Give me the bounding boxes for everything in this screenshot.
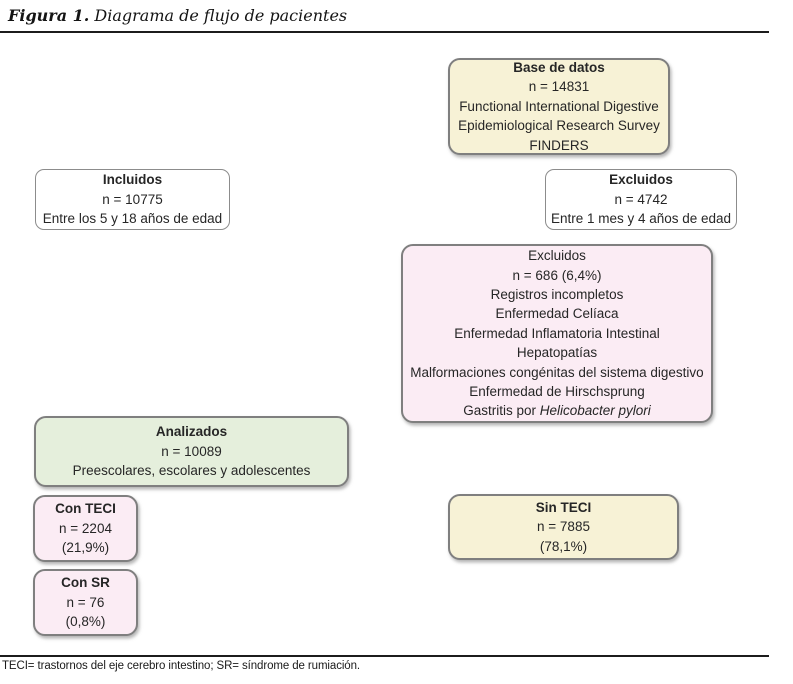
top-rule — [0, 31, 769, 33]
box-analizados-line: Preescolares, escolares y adolescentes — [72, 463, 311, 479]
figure-title-text: Diagrama de flujo de pacientes — [94, 6, 348, 25]
figure-label: Figura 1. — [8, 6, 90, 25]
box-incluidos-line: Entre los 5 y 18 años de edad — [42, 211, 223, 227]
helicobacter-pylori-italic: Helicobacter pylori — [539, 403, 651, 419]
box-excluidos-criterios-line: Enfermedad de Hirschsprung — [469, 384, 645, 400]
box-excluidos-criterios-line: Enfermedad Inflamatoria Intestinal — [454, 325, 660, 341]
box-excluidos-edad-line: n = 4742 — [614, 191, 668, 207]
box-sin-teci: Sin TECI n = 7885 (78,1%) — [448, 494, 679, 560]
box-excluidos-criterios-line: Excluidos — [528, 248, 586, 264]
box-con-teci-line: (21,9%) — [61, 540, 110, 556]
box-sin-teci-line: n = 7885 — [537, 519, 590, 535]
box-excluidos-criterios-line: Malformaciones congénitas del sistema di… — [410, 364, 704, 380]
box-analizados: Analizados n = 10089 Preescolares, escol… — [34, 416, 349, 487]
box-base-de-datos-line: n = 14831 — [528, 79, 590, 95]
box-con-sr-line: (0,8%) — [65, 614, 106, 630]
box-con-sr-title: Con SR — [61, 575, 110, 591]
box-excluidos-edad: Excluidos n = 4742 Entre 1 mes y 4 años … — [545, 169, 737, 230]
box-excluidos-criterios-line: Registros incompletos — [490, 286, 624, 302]
box-base-de-datos-line: Functional International Digestive — [459, 98, 659, 114]
figure-footnote: TECI= trastornos del eje cerebro intesti… — [2, 660, 360, 672]
box-incluidos-line: n = 10775 — [102, 191, 163, 207]
figure-title: Figura 1. Diagrama de flujo de pacientes — [8, 6, 347, 25]
box-excluidos-criterios: Excluidos n = 686 (6,4%) Registros incom… — [401, 244, 713, 423]
box-excluidos-edad-line: Entre 1 mes y 4 años de edad — [550, 211, 732, 227]
box-analizados-line: n = 10089 — [161, 443, 222, 459]
box-con-sr: Con SR n = 76 (0,8%) — [33, 569, 138, 636]
box-con-teci-line: n = 2204 — [59, 520, 112, 536]
box-excluidos-criterios-line: Hepatopatías — [516, 345, 598, 361]
box-base-de-datos-line: FINDERS — [529, 137, 589, 153]
box-con-teci: Con TECI n = 2204 (21,9%) — [33, 495, 138, 562]
box-excluidos-criterios-line: Enfermedad Celíaca — [495, 306, 619, 322]
box-incluidos-title: Incluidos — [102, 172, 163, 188]
box-excluidos-edad-title: Excluidos — [609, 172, 673, 188]
box-sin-teci-line: (78,1%) — [539, 538, 588, 554]
box-excluidos-criterios-line: n = 686 (6,4%) — [512, 267, 602, 283]
box-analizados-title: Analizados — [155, 424, 228, 440]
box-sin-teci-title: Sin TECI — [535, 499, 592, 515]
gastritis-prefix: Gastritis por — [463, 403, 540, 419]
box-con-teci-title: Con TECI — [55, 501, 116, 517]
box-base-de-datos-line: Epidemiological Research Survey — [458, 118, 660, 134]
box-excluidos-criterios-last-line: Gastritis por Helicobacter pylori — [463, 401, 651, 420]
box-base-de-datos-title: Base de datos — [513, 59, 605, 75]
box-incluidos: Incluidos n = 10775 Entre los 5 y 18 año… — [35, 169, 230, 230]
bottom-rule — [0, 655, 769, 657]
box-base-de-datos: Base de datos n = 14831 Functional Inter… — [448, 58, 670, 155]
box-con-sr-line: n = 76 — [66, 594, 105, 610]
